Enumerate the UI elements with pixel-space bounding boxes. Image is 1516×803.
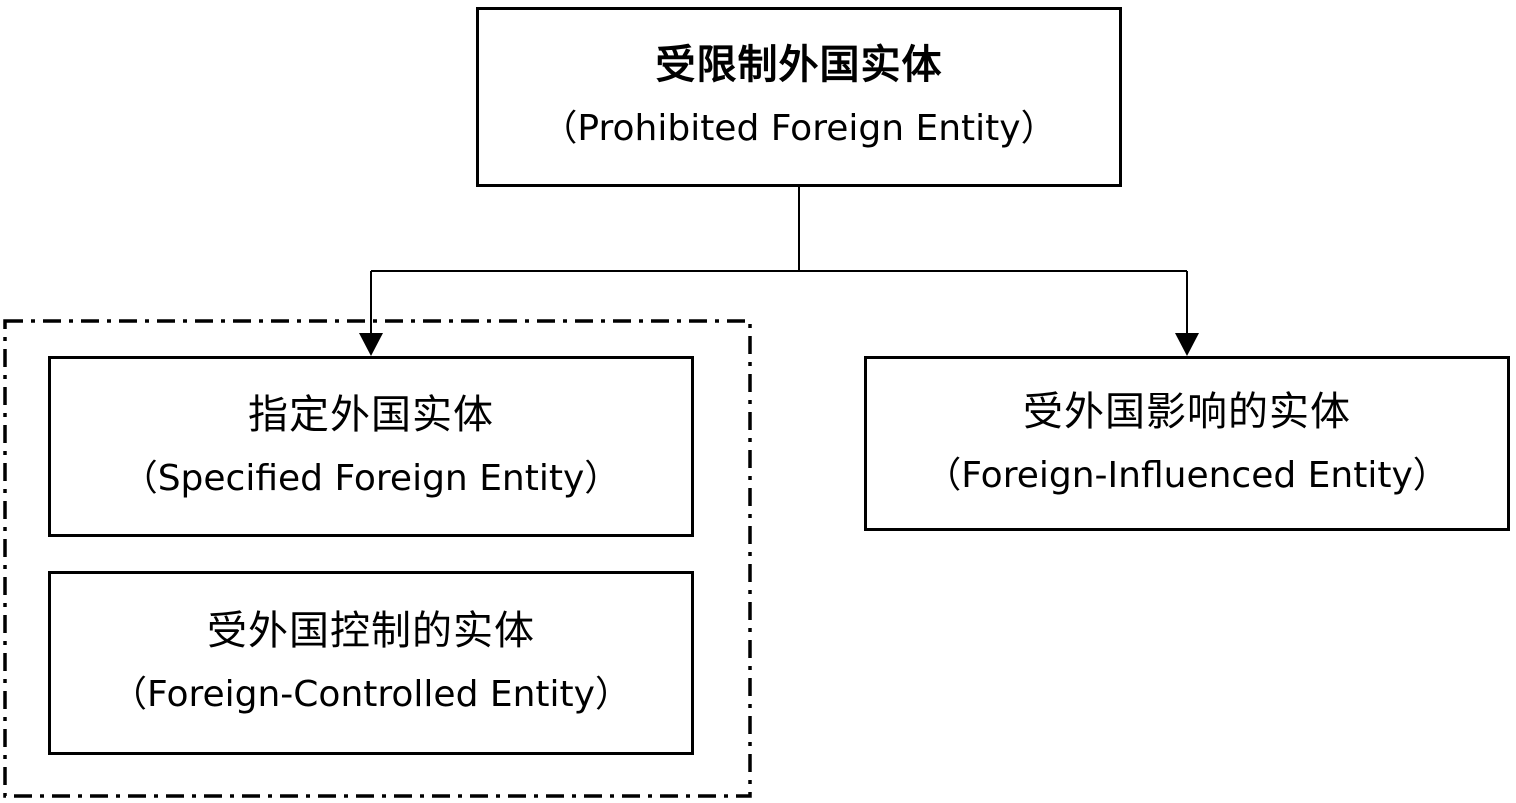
node-title-en: （Foreign-Influenced Entity） bbox=[925, 454, 1449, 496]
left-arrowhead bbox=[359, 333, 383, 356]
node-title-zh: 受外国影响的实体 bbox=[1023, 388, 1351, 435]
node-title-zh: 受限制外国实体 bbox=[655, 42, 943, 88]
node-title-zh: 受外国控制的实体 bbox=[207, 608, 535, 654]
node-title-zh: 指定外国实体 bbox=[248, 391, 494, 438]
right-arrowhead bbox=[1175, 333, 1199, 356]
specified-foreign-entity-node: 指定外国实体 （Specified Foreign Entity） bbox=[48, 356, 694, 537]
foreign-controlled-entity-node: 受外国控制的实体 （Foreign-Controlled Entity） bbox=[48, 571, 694, 755]
prohibited-foreign-entity-node: 受限制外国实体 （Prohibited Foreign Entity） bbox=[476, 7, 1122, 187]
node-title-en: （Specified Foreign Entity） bbox=[121, 457, 621, 499]
foreign-influenced-entity-node: 受外国影响的实体 （Foreign-Influenced Entity） bbox=[864, 356, 1510, 531]
node-title-en: （Prohibited Foreign Entity） bbox=[541, 108, 1057, 149]
node-title-en: （Foreign-Controlled Entity） bbox=[111, 674, 631, 715]
